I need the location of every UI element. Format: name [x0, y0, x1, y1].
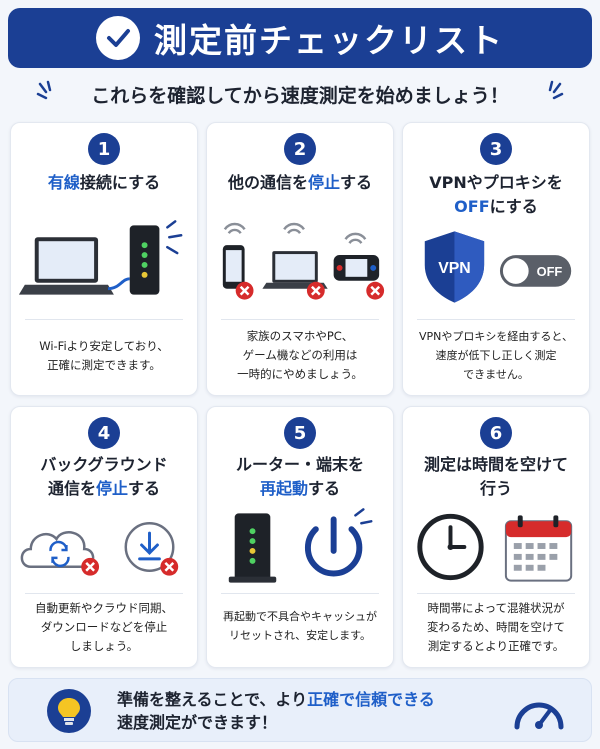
header-banner: 測定前チェックリスト [8, 8, 592, 68]
footer-message: 準備を整えることで、より正確で信頼できる 速度測定ができます！ [117, 690, 435, 732]
speedometer-icon [514, 702, 564, 730]
step-number: 2 [284, 133, 316, 165]
footer-banner: 準備を整えることで、より正確で信頼できる 速度測定ができます！ [8, 678, 592, 742]
card-2-stop-devices: 2 他の通信を停止する 家族のスマホやPC、 ゲーム機などの利用は 一時的にやめ… [206, 122, 394, 396]
step-number: 1 [88, 133, 120, 165]
card-title: ルーター・端末を 再起動する [235, 455, 364, 498]
card-title: 他の通信を停止する [227, 173, 373, 192]
page-title: 測定前チェックリスト [154, 21, 504, 60]
sparkle-left-icon [36, 80, 52, 100]
laptop-router-icon [18, 220, 183, 295]
divider [25, 593, 183, 594]
subtitle: これらを確認してから速度測定を始めましょう！ [91, 84, 509, 107]
step-number: 4 [88, 417, 120, 449]
step-number: 5 [284, 417, 316, 449]
card-description: 時間帯によって混雑状況が 変わるため、時間を空けて 測定するとより正確です。 [427, 601, 565, 653]
toggle-off-label: OFF [537, 264, 563, 279]
vpn-label: VPN [438, 260, 471, 277]
card-description: VPNやプロキシを経由すると、 速度が低下し正しく測定 できません。 [419, 330, 573, 381]
sparkle-right-icon [548, 80, 564, 100]
divider [221, 593, 379, 594]
divider [417, 319, 575, 320]
divider [25, 319, 183, 320]
card-title: バックグラウンド 通信を停止する [40, 455, 168, 498]
router-power-icon [228, 508, 373, 583]
card-1-wired: 1 有線接続にする Wi-Fiより安定しており、 正確に測定できます。 [10, 122, 198, 396]
card-5-restart: 5 ルーター・端末を 再起動する 再起動で不具合やキャッシュが リセットされ、安… [206, 406, 394, 668]
card-description: 自動更新やクラウド同期、 ダウンロードなどを停止 しましょう。 [35, 601, 173, 653]
cloud-download-blocked-icon [20, 522, 179, 576]
divider [417, 593, 575, 594]
step-number: 3 [480, 133, 512, 165]
card-3-vpn-off: 3 VPNやプロキシを OFFにする VPN OFF VPNやプロキシを経由する… [402, 122, 590, 396]
step-number: 6 [480, 417, 512, 449]
vpn-shield-toggle-icon: VPN OFF [424, 231, 572, 303]
checkmark-icon [96, 16, 140, 60]
card-title: 有線接続にする [47, 173, 161, 192]
divider [221, 319, 379, 320]
card-title: VPNやプロキシを OFFにする [429, 173, 563, 216]
card-description: 再起動で不具合やキャッシュが リセットされ、安定します。 [223, 610, 377, 642]
card-description: Wi-Fiより安定しており、 正確に測定できます。 [39, 339, 169, 372]
lightbulb-icon [47, 689, 91, 733]
clock-calendar-icon [417, 513, 573, 582]
devices-blocked-icon [222, 222, 385, 300]
card-4-background-off: 4 バックグラウンド 通信を停止する 自動更新やクラウド同期、 ダウンロードなど… [10, 406, 198, 668]
card-6-timing: 6 測定は時間を空けて 行う 時間帯によって混雑状況が 変わるため、時間を空けて… [402, 406, 590, 668]
card-description: 家族のスマホやPC、 ゲーム機などの利用は 一時的にやめましょう。 [237, 329, 363, 381]
card-title: 測定は時間を空けて 行う [423, 455, 568, 498]
